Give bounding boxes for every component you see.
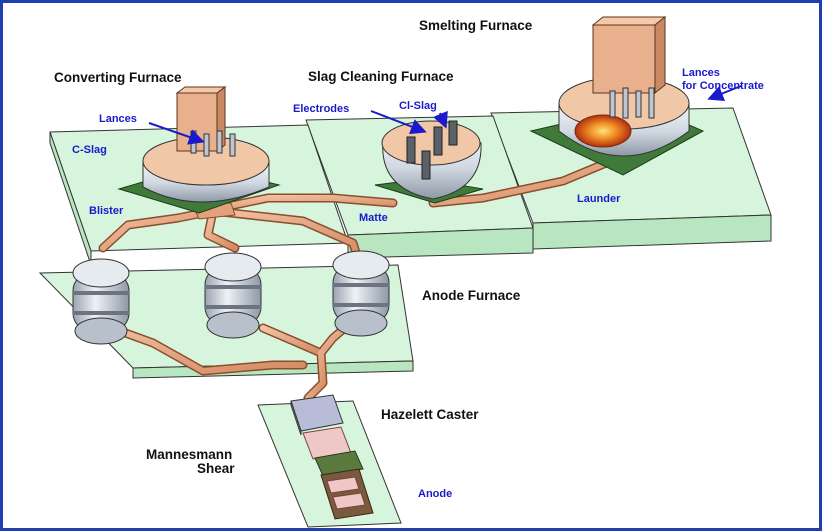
launder-label: Launder <box>577 193 621 205</box>
slag-cleaning-furnace <box>374 120 484 204</box>
converting-furnace-label: Converting Furnace <box>54 70 182 85</box>
hazelett-caster <box>290 394 352 460</box>
lances-converting-arrow <box>148 122 205 145</box>
launder-network <box>93 156 616 403</box>
smelter-process-diagram: Smelting Furnace Converting Furnace Slag… <box>38 15 772 528</box>
electrodes-label: Electrodes <box>293 103 349 115</box>
c-slag-label: C-Slag <box>72 144 107 156</box>
lances-converting-label: Lances <box>99 113 137 125</box>
anode-label: Anode <box>418 488 452 500</box>
anode-furnace-2 <box>204 252 262 339</box>
matte-label: Matte <box>359 212 388 224</box>
anode-furnace-3 <box>332 250 390 337</box>
mannesmann-shear-label-line1: Mannesmann <box>146 447 232 462</box>
electrodes <box>406 120 458 180</box>
smelting-furnace-label: Smelting Furnace <box>419 18 533 33</box>
lances-concentrate-label-line2: for Concentrate <box>682 80 764 92</box>
pointer-arrows <box>148 85 742 145</box>
blister-label: Blister <box>89 205 124 217</box>
concentrate-lances <box>609 87 655 119</box>
slag-cleaning-furnace-label: Slag Cleaning Furnace <box>308 69 454 84</box>
lances-concentrate-label-line1: Lances <box>682 67 720 79</box>
electrodes-arrow <box>370 110 427 135</box>
cl-slag-arrow <box>433 110 448 129</box>
hazelett-caster-label: Hazelett Caster <box>381 407 479 422</box>
mannesmann-shear <box>314 450 374 520</box>
mannesmann-shear-label-line2: Shear <box>197 461 235 476</box>
converting-furnace <box>117 86 281 214</box>
anode-furnace-1 <box>72 258 130 345</box>
smelting-furnace <box>529 15 705 176</box>
cl-slag-label: Cl-Slag <box>399 100 437 112</box>
anode-furnace-label: Anode Furnace <box>422 288 521 303</box>
lances-concentrate-arrow <box>707 85 742 101</box>
